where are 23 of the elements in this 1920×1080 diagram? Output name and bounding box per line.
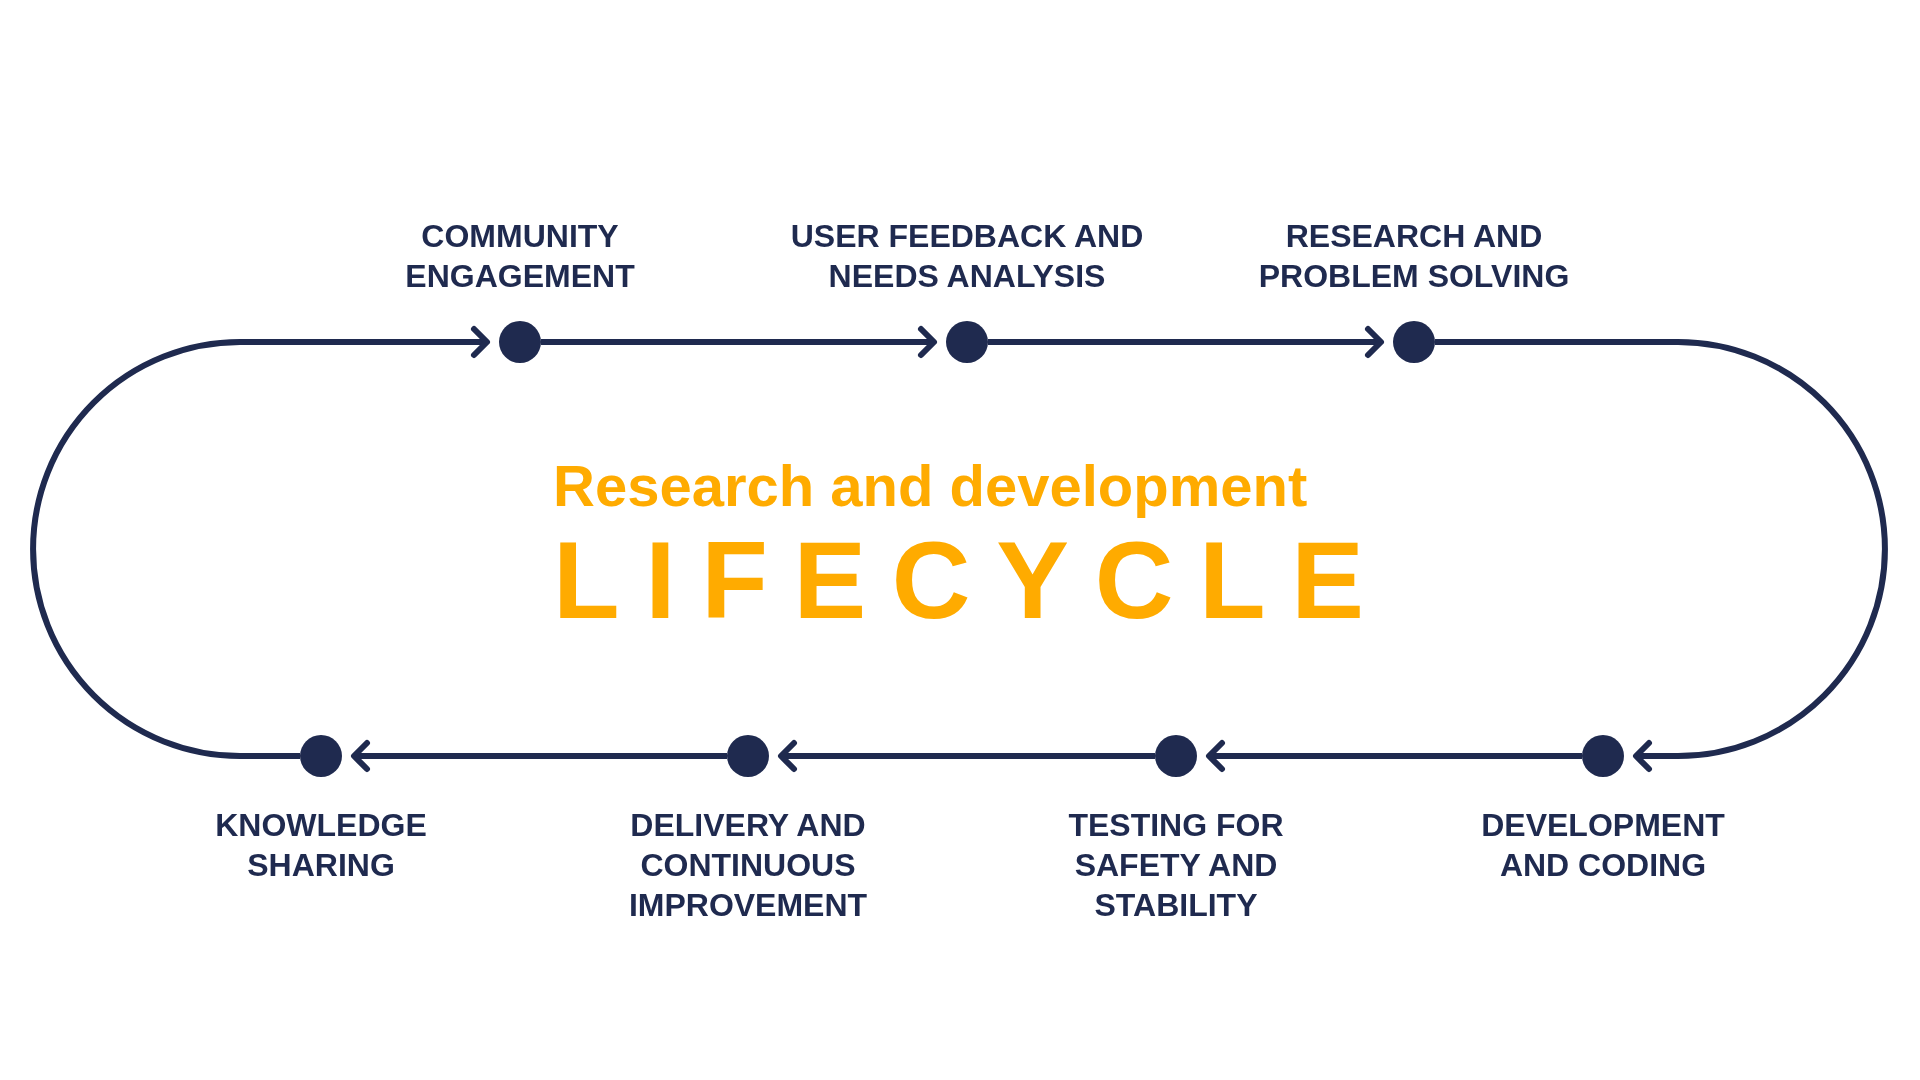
stage-label: COMMUNITY ENGAGEMENT [404, 217, 636, 296]
title-word: LIFECYCLE [553, 526, 1364, 635]
stage-dot [1155, 735, 1197, 777]
stage-label: RESEARCH AND PROBLEM SOLVING [1257, 217, 1571, 296]
stage-label: DEVELOPMENT AND CODING [1480, 806, 1726, 885]
stage-dot [1393, 321, 1435, 363]
arrow [351, 740, 727, 772]
arrow [778, 740, 1155, 772]
curved-arrow [30, 326, 490, 759]
stage-label: KNOWLEDGE SHARING [214, 806, 428, 885]
stage-label: USER FEEDBACK AND NEEDS ANALYSIS [789, 217, 1145, 296]
stage-dot [499, 321, 541, 363]
stage-dot [1582, 735, 1624, 777]
diagram-title: Research and development [553, 453, 1308, 520]
stage-dot [727, 735, 769, 777]
curved-arrow [1435, 339, 1888, 772]
stage-label: DELIVERY AND CONTINUOUS IMPROVEMENT [627, 806, 869, 925]
stage-label: TESTING FOR SAFETY AND STABILITY [1067, 806, 1285, 925]
arrow [988, 326, 1384, 358]
arrow [1206, 740, 1582, 772]
arrow [541, 326, 937, 358]
stage-dot [300, 735, 342, 777]
stage-dot [946, 321, 988, 363]
